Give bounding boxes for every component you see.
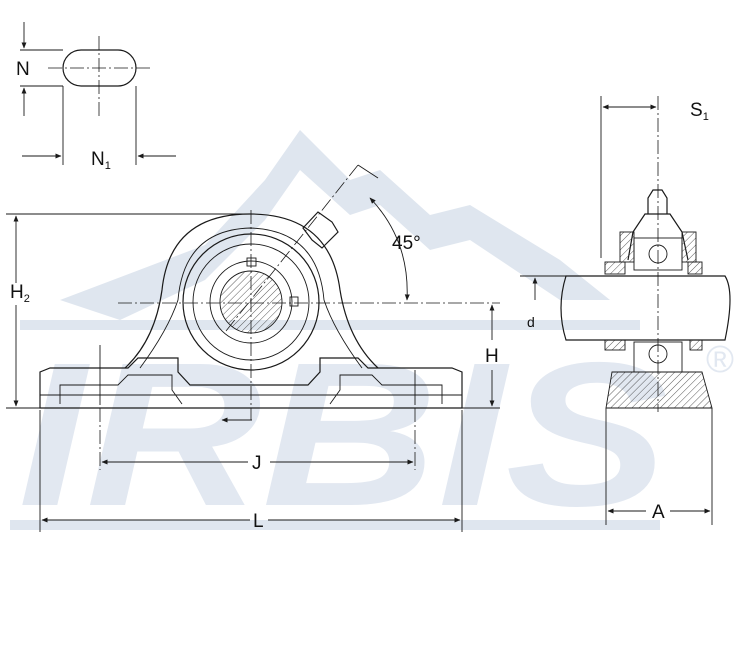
dim-label-l: L [253, 511, 264, 532]
dim-label-a: A [652, 502, 665, 523]
shaft [560, 275, 731, 341]
watermark-stripe-bottom [10, 520, 660, 530]
watermark-brand-text: IRBIS [18, 320, 668, 549]
bolt-slot-detail: N N1 [16, 22, 176, 172]
dim-label-j: J [252, 453, 262, 474]
mountain-logo [60, 130, 610, 320]
front-view: 45° H2 H J L [6, 164, 500, 532]
dim-label-angle: 45° [392, 233, 421, 254]
grease-nipple [302, 211, 339, 249]
registered-mark: ® [706, 339, 734, 381]
dim-label-h: H [485, 346, 499, 367]
watermark-stripe-top [20, 320, 640, 330]
side-view: S1 d A [520, 96, 731, 525]
dim-label-d: d [527, 314, 535, 330]
housing-outline [124, 213, 379, 369]
grease-nipple-side [647, 189, 668, 214]
housing-base-section [605, 371, 713, 409]
dim-label-s1: S1 [690, 100, 709, 123]
dim-label-n1: N1 [91, 149, 111, 172]
base-outline [39, 357, 463, 409]
dim-label-h2: H2 [10, 282, 30, 305]
dim-label-n: N [16, 59, 30, 80]
